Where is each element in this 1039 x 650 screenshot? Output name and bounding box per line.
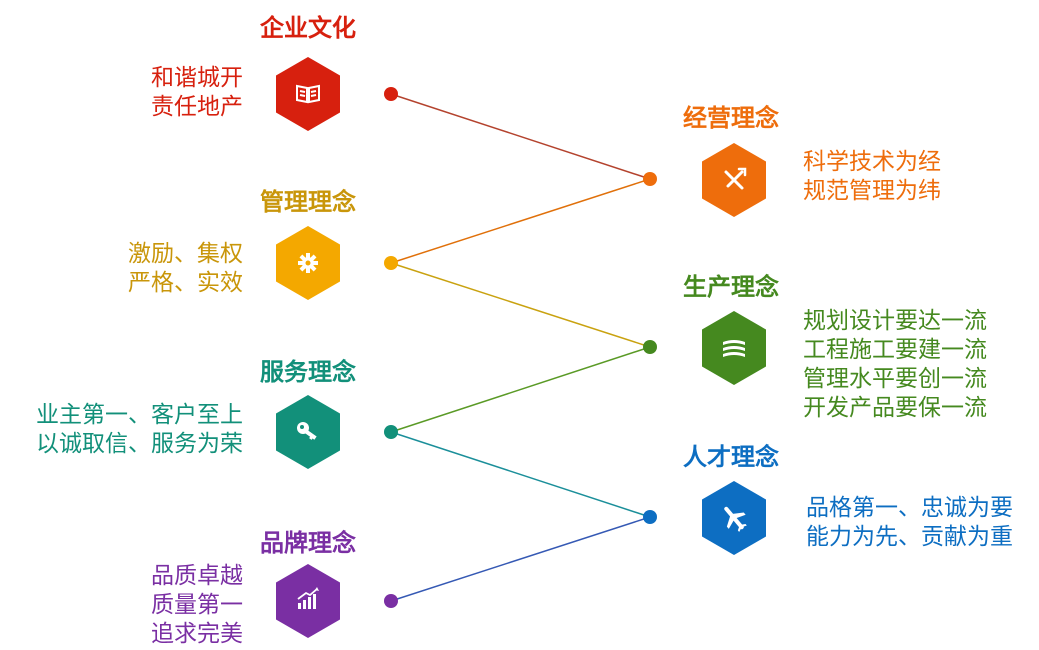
- connector-operation-management: [390, 178, 651, 264]
- management-title: 管理理念: [260, 188, 356, 216]
- management-hexagon: [275, 225, 341, 301]
- brand-hexagon: [275, 563, 341, 639]
- connector-dot-operation: [643, 172, 657, 186]
- operation-description: 科学技术为经 规范管理为纬: [803, 148, 941, 206]
- book-icon: [296, 84, 320, 104]
- brand-description: 品质卓越 质量第一 追求完美: [40, 562, 243, 649]
- connector-dot-service: [384, 425, 398, 439]
- culture-line-2: 责任地产: [151, 94, 243, 120]
- culture-line-1: 和谐城开: [151, 65, 243, 91]
- layers-icon: [723, 340, 745, 357]
- brand-line-3: 追求完美: [151, 621, 243, 647]
- production-hexagon: [701, 310, 767, 386]
- connector-culture-operation: [390, 93, 651, 180]
- brand-title: 品牌理念: [260, 529, 356, 557]
- service-line-1: 业主第一、客户至上: [36, 402, 243, 428]
- talent-description: 品格第一、忠诚为要 能力为先、贡献为重: [806, 494, 1013, 552]
- connector-dot-production: [643, 340, 657, 354]
- connector-service-talent: [390, 431, 651, 518]
- brand-line-2: 质量第一: [151, 592, 243, 618]
- plane-icon: [724, 506, 747, 532]
- service-title: 服务理念: [260, 358, 356, 386]
- connector-production-service: [390, 346, 651, 433]
- operation-title: 经营理念: [683, 104, 779, 132]
- talent-title: 人才理念: [683, 443, 779, 471]
- chart-icon: [297, 587, 319, 609]
- production-title: 生产理念: [683, 273, 779, 301]
- culture-title: 企业文化: [260, 14, 356, 42]
- operation-line-1: 科学技术为经: [803, 149, 941, 175]
- service-description: 业主第一、客户至上 以诚取信、服务为荣: [0, 401, 243, 459]
- production-line-4: 开发产品要保一流: [803, 395, 987, 421]
- connector-dot-culture: [384, 87, 398, 101]
- culture-hexagon: [275, 56, 341, 132]
- production-line-1: 规划设计要达一流: [803, 308, 987, 334]
- production-line-2: 工程施工要建一流: [803, 337, 987, 363]
- connector-dot-talent: [643, 510, 657, 524]
- service-line-2: 以诚取信、服务为荣: [36, 431, 243, 457]
- operation-line-2: 规范管理为纬: [803, 178, 941, 204]
- connector-dot-management: [384, 256, 398, 270]
- production-description: 规划设计要达一流 工程施工要建一流 管理水平要创一流 开发产品要保一流: [803, 307, 987, 423]
- connector-dot-brand: [384, 594, 398, 608]
- management-line-1: 激励、集权: [128, 241, 243, 267]
- operation-hexagon: [701, 142, 767, 218]
- management-line-2: 严格、实效: [128, 270, 243, 296]
- management-description: 激励、集权 严格、实效: [40, 240, 243, 298]
- culture-description: 和谐城开 责任地产: [40, 64, 243, 122]
- talent-line-1: 品格第一、忠诚为要: [806, 495, 1013, 521]
- brand-line-1: 品质卓越: [151, 563, 243, 589]
- service-hexagon: [275, 394, 341, 470]
- connector-management-production: [390, 262, 651, 348]
- tools-icon: [724, 167, 747, 190]
- talent-line-2: 能力为先、贡献为重: [806, 524, 1013, 550]
- production-line-3: 管理水平要创一流: [803, 366, 987, 392]
- talent-hexagon: [701, 480, 767, 556]
- connector-talent-brand: [390, 516, 651, 602]
